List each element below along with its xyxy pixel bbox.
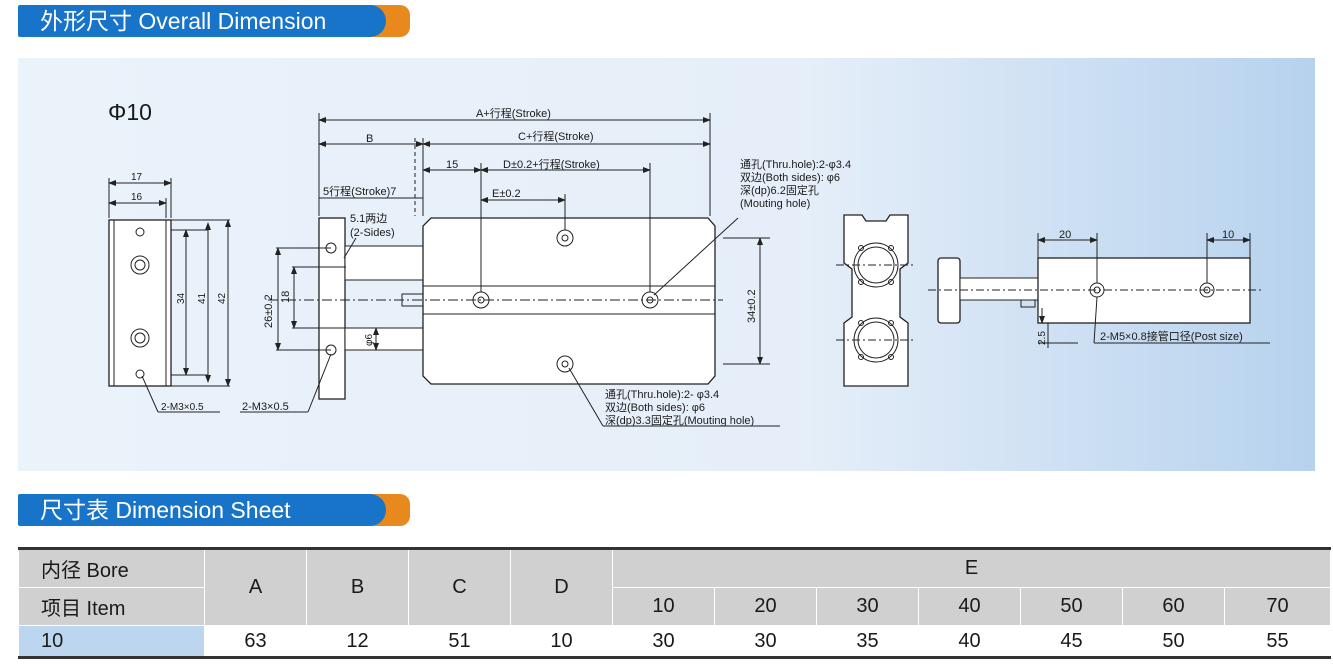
dim-stroke-7: 5行程(Stroke)7 <box>323 185 396 198</box>
dim-34: 34 <box>176 292 187 304</box>
top-note-4: (Mouting hole) <box>740 198 810 210</box>
table-cell: 30 <box>714 625 817 659</box>
table-cell: 45 <box>1020 625 1123 659</box>
table-cell: 35 <box>816 625 919 659</box>
sides-label-2: (2-Sides) <box>350 227 395 239</box>
table-cell: 63 <box>204 625 307 659</box>
table-cell: 51 <box>408 625 511 659</box>
bottom-note-2: 双边(Both sides): φ6 <box>605 401 705 414</box>
overall-dimension-header: 外形尺寸 Overall Dimension <box>18 5 410 37</box>
table-cell: 40 <box>918 625 1021 659</box>
e-value-header: 20 <box>714 587 817 626</box>
top-note-2: 双边(Both sides): φ6 <box>740 171 840 184</box>
e-value-header: 70 <box>1223 587 1332 626</box>
table-cell: 55 <box>1223 625 1332 659</box>
bore-cell: 10 <box>18 625 205 659</box>
front-view-body <box>843 214 909 387</box>
dim-e: E±0.2 <box>492 188 521 200</box>
dim-17: 17 <box>131 172 143 183</box>
dim-20: 20 <box>1059 229 1071 241</box>
dim-26: 26±0.2 <box>263 294 275 328</box>
col-d-header: D <box>510 548 613 626</box>
dim-10: 10 <box>1222 229 1234 241</box>
dimension-sheet-title: 尺寸表 Dimension Sheet <box>18 494 386 526</box>
dim-a-stroke: A+行程(Stroke) <box>476 107 551 120</box>
cylinder-body <box>422 217 716 385</box>
side-tap-label: 2-M3×0.5 <box>242 401 289 413</box>
drawing-svg: Φ10 17 16 34 41 42 2-M3×0.5 A+行程(Stroke)… <box>108 99 1270 427</box>
table-cell: 10 <box>510 625 613 659</box>
dim-34-02: 34±0.2 <box>746 289 758 323</box>
dim-b: B <box>366 133 373 145</box>
dim-2-5: 2.5 <box>1037 331 1048 345</box>
e-value-header: 40 <box>918 587 1021 626</box>
table-cell: 30 <box>612 625 715 659</box>
top-note-1: 通孔(Thru.hole):2-φ3.4 <box>740 158 851 171</box>
dim-phi6: φ6 <box>364 334 375 346</box>
technical-drawing: Φ10 17 16 34 41 42 2-M3×0.5 A+行程(Stroke)… <box>18 58 1315 471</box>
col-b-header: B <box>306 548 409 626</box>
bore-label: Φ10 <box>108 99 152 125</box>
dim-42: 42 <box>217 292 228 304</box>
end-view-body <box>108 219 172 387</box>
port-label: 2-M5×0.8接管口径(Post size) <box>1100 329 1243 343</box>
item-header: 项目 Item <box>18 587 205 626</box>
dim-18: 18 <box>280 291 292 303</box>
bottom-note-3: 深(dp)3.3固定孔(Mouting hole) <box>605 413 754 427</box>
e-value-header: 30 <box>816 587 919 626</box>
col-a-header: A <box>204 548 307 626</box>
sides-label-1: 5.1两边 <box>350 212 387 225</box>
header-row-1: 内径 Bore A B C D E <box>18 548 1332 626</box>
table-cell: 12 <box>306 625 409 659</box>
header-row-2: 项目 Item 10 20 30 40 50 60 70 <box>18 587 1332 626</box>
e-value-header: 50 <box>1020 587 1123 626</box>
dim-c-stroke: C+行程(Stroke) <box>518 130 594 143</box>
end-plate <box>318 217 346 400</box>
dim-15: 15 <box>446 159 458 171</box>
bore-header: 内径 Bore <box>18 548 205 588</box>
overall-dimension-title: 外形尺寸 Overall Dimension <box>18 5 386 37</box>
dimension-table: 内径 Bore A B C D E 项目 Item 10 20 30 40 50… <box>18 547 1332 659</box>
top-note-3: 深(dp)6.2固定孔 <box>740 183 819 197</box>
dim-16: 16 <box>131 192 143 203</box>
bottom-note-1: 通孔(Thru.hole):2- φ3.4 <box>605 388 719 401</box>
end-tap-label: 2-M3×0.5 <box>161 402 204 413</box>
table-row: 10 63 12 51 10 30 30 35 40 45 50 55 <box>18 625 1332 659</box>
e-value-header: 60 <box>1122 587 1225 626</box>
dimension-sheet-header: 尺寸表 Dimension Sheet <box>18 494 410 526</box>
e-value-header: 10 <box>612 587 715 626</box>
table-cell: 50 <box>1122 625 1225 659</box>
dim-41: 41 <box>197 292 208 304</box>
dim-d-stroke: D±0.2+行程(Stroke) <box>503 158 600 171</box>
col-c-header: C <box>408 548 511 626</box>
col-e-header: E <box>611 548 1332 588</box>
